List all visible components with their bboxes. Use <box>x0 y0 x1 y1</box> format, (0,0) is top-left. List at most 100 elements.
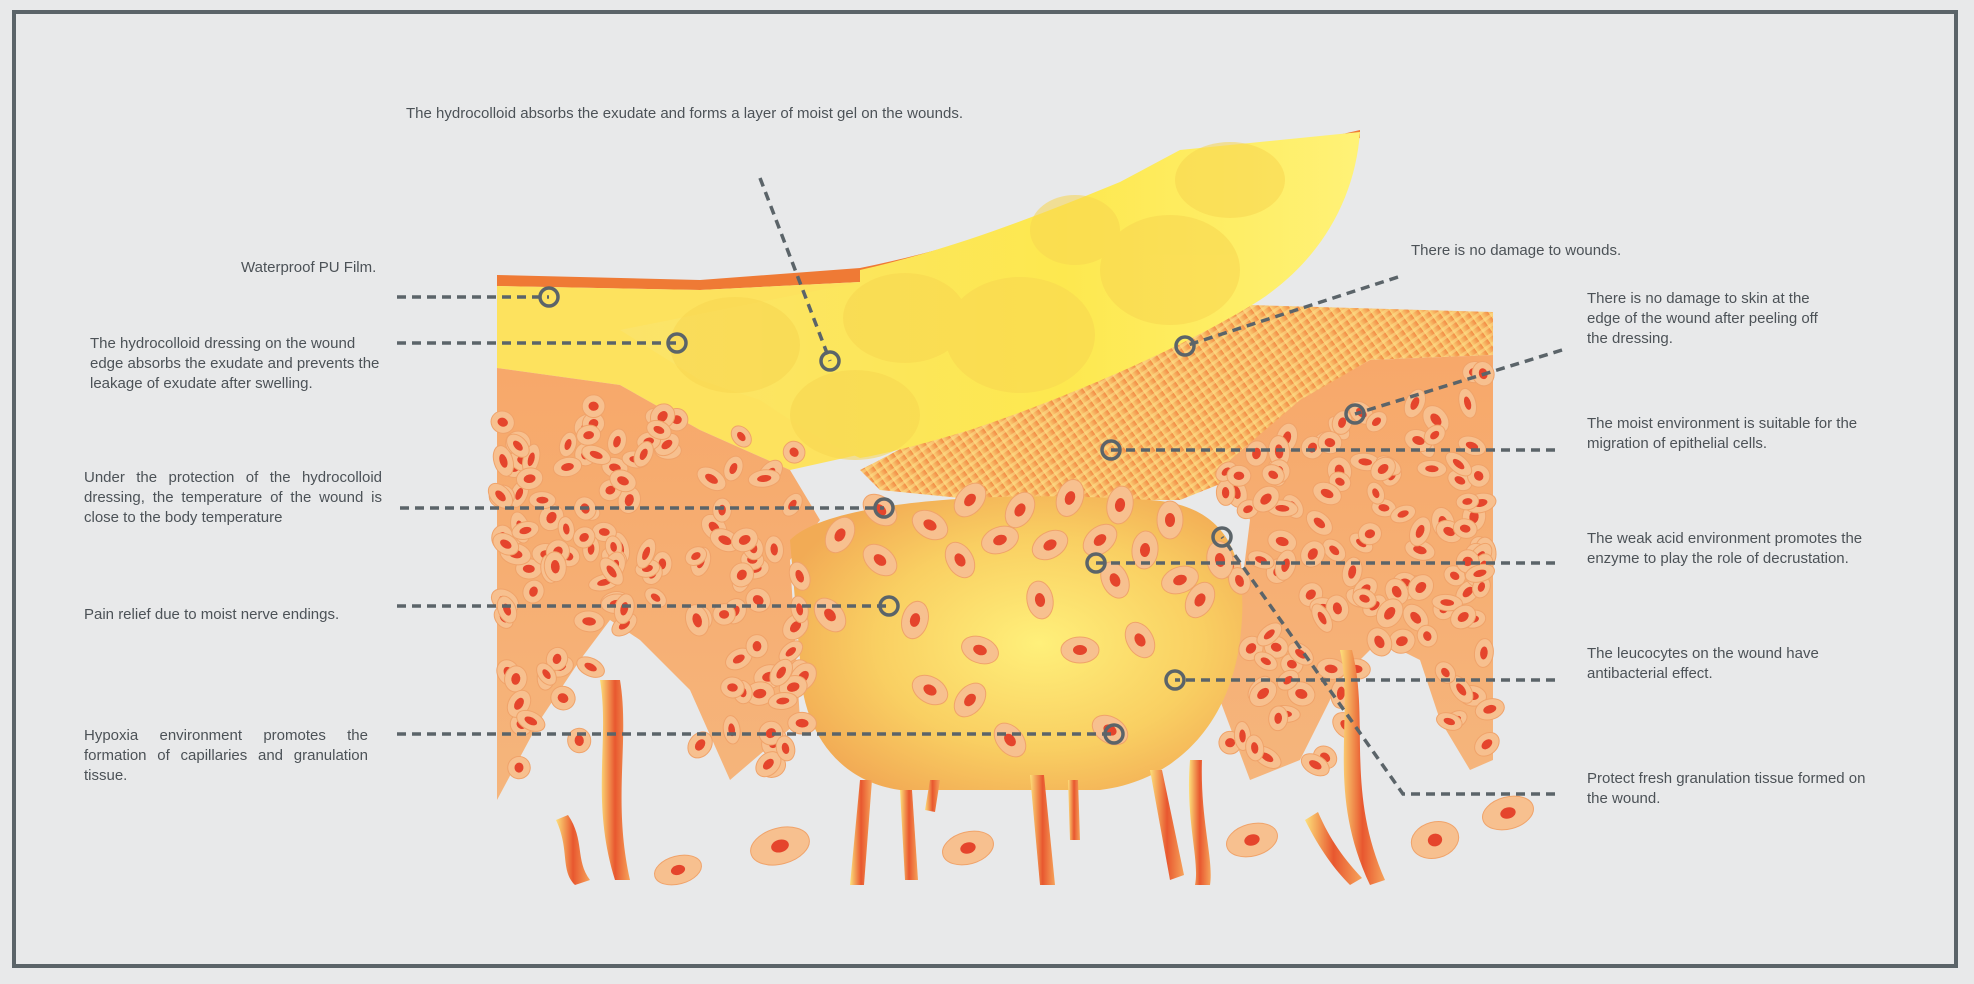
tissue-cell <box>487 482 514 509</box>
tissue-cell <box>1375 598 1404 629</box>
callout-circle <box>1100 439 1122 461</box>
tissue-cell <box>515 467 544 490</box>
tissue-cell <box>1245 734 1265 762</box>
tissue-cell <box>490 410 515 434</box>
callout-circle <box>1174 335 1196 357</box>
tissue-cell <box>696 466 727 492</box>
wound-cell <box>1031 529 1069 561</box>
wound-cell <box>1055 479 1085 517</box>
wound-core <box>790 496 1243 790</box>
tissue-cell <box>1466 464 1491 488</box>
wound-cell <box>1184 581 1216 619</box>
tissue-cell <box>1300 540 1326 568</box>
tissue-cell <box>644 587 667 608</box>
tissue-cell <box>1300 753 1330 777</box>
tissue-cell <box>745 634 769 659</box>
tissue-cell <box>790 595 809 624</box>
wound-cell <box>1026 580 1054 620</box>
tissue-cell <box>506 433 530 458</box>
wound-cell <box>911 509 949 541</box>
tissue-cell <box>572 526 596 549</box>
tissue-cell <box>557 516 575 542</box>
tissue-cell <box>1311 603 1333 633</box>
floating-cell <box>1482 795 1534 831</box>
tissue-cell <box>782 440 806 464</box>
tissue-cell <box>1384 578 1409 606</box>
leader-hydrocolloid-gel <box>758 177 832 362</box>
tissue-cell <box>492 445 515 477</box>
tissue-cell <box>504 665 528 693</box>
callout-circle <box>1211 526 1233 548</box>
callout-circle <box>878 595 900 617</box>
callout-circle <box>1164 669 1186 691</box>
wound-cell <box>1124 621 1156 659</box>
wound-cell <box>1004 491 1036 529</box>
tissue-cell <box>1449 675 1474 704</box>
tissue-cell <box>636 538 657 569</box>
tissue-cell <box>747 469 781 488</box>
floating-cell <box>654 854 702 886</box>
floating-cell <box>1410 821 1460 859</box>
tissue-cell <box>712 603 736 626</box>
tissue-cell <box>1450 604 1477 630</box>
label-leucocytes: The leucocytes on the wound have antibac… <box>1587 645 1819 682</box>
label-hypoxia: Hypoxia environment promotes the formati… <box>84 727 368 784</box>
tissue-cell <box>609 469 637 493</box>
label-granulation: Protect fresh granulation tissue formed … <box>1587 770 1866 807</box>
tissue-cell <box>1431 593 1463 612</box>
tissue-cell <box>687 731 713 759</box>
tissue-cell <box>1276 669 1300 691</box>
wound-bed-stripes <box>860 305 1493 500</box>
tissue-cell <box>744 681 775 706</box>
floating-cell <box>750 826 810 866</box>
tissue-cell <box>1416 459 1448 478</box>
tissue-cell <box>720 676 745 699</box>
wound-cell <box>1100 561 1130 599</box>
tissue-cell <box>1317 430 1343 455</box>
tissue-cell <box>1445 451 1473 477</box>
tissue-cell <box>492 532 520 556</box>
tissue-cell <box>558 431 578 458</box>
wound-cell <box>1106 485 1134 525</box>
tissue-cell <box>769 658 793 687</box>
wound-cell <box>911 674 949 706</box>
tissue-cell <box>1322 538 1347 562</box>
tissue-cell <box>607 428 627 455</box>
tissue-cell <box>511 521 540 540</box>
tissue-cell <box>775 735 796 762</box>
tissue-cell <box>731 527 759 553</box>
floating-cell <box>1226 822 1278 858</box>
tissue-cell <box>1474 731 1500 757</box>
wound-cell <box>981 525 1019 555</box>
tissue-cell <box>507 755 531 780</box>
tissue-cell <box>1252 485 1280 513</box>
capillaries <box>556 650 1385 885</box>
leader-lines <box>397 177 1563 796</box>
label-moist-environment: The moist environment is suitable for th… <box>1587 415 1858 452</box>
tissue-cell <box>576 424 602 446</box>
tissue-cell <box>1416 624 1438 648</box>
tissue-cell <box>1226 464 1252 487</box>
leader-granulation <box>1220 535 1555 796</box>
tissue-cell <box>552 456 583 478</box>
tissue-cell <box>1423 424 1446 446</box>
tissue-cell <box>1228 567 1251 595</box>
tissue-cell <box>1407 574 1435 601</box>
tissue-cell <box>1402 603 1429 632</box>
tissue-cell <box>764 535 784 564</box>
label-temperature: Under the protection of the hydrocolloid… <box>84 469 382 526</box>
tissue-cell <box>1370 456 1396 482</box>
gel-bubbles <box>670 142 1285 460</box>
tissue-cell <box>730 425 752 448</box>
tissue-cell <box>1474 698 1505 721</box>
tissue-cell <box>581 394 606 419</box>
tissue-cell <box>755 751 782 778</box>
callout-circle <box>1103 723 1125 745</box>
tissue-cell <box>573 610 605 633</box>
wound-cell <box>1131 530 1159 570</box>
tissue-cell <box>633 441 654 468</box>
tissue-cell <box>1455 492 1480 511</box>
tissue-cell <box>1408 516 1432 547</box>
wound-cell <box>862 543 898 577</box>
